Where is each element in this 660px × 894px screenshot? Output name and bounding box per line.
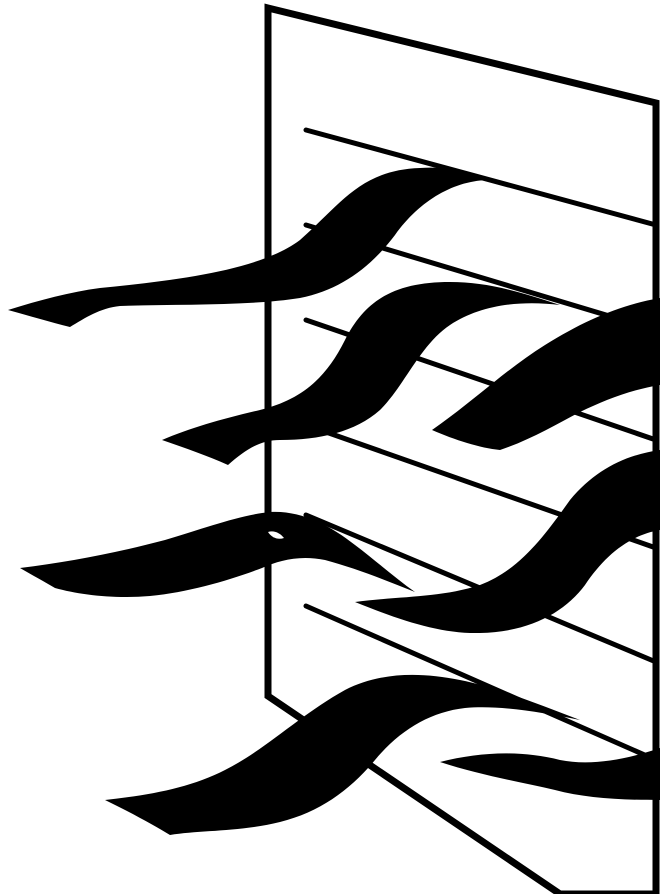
illustration-canvas [0, 0, 660, 894]
ribbons-through-panel-icon [0, 0, 660, 894]
